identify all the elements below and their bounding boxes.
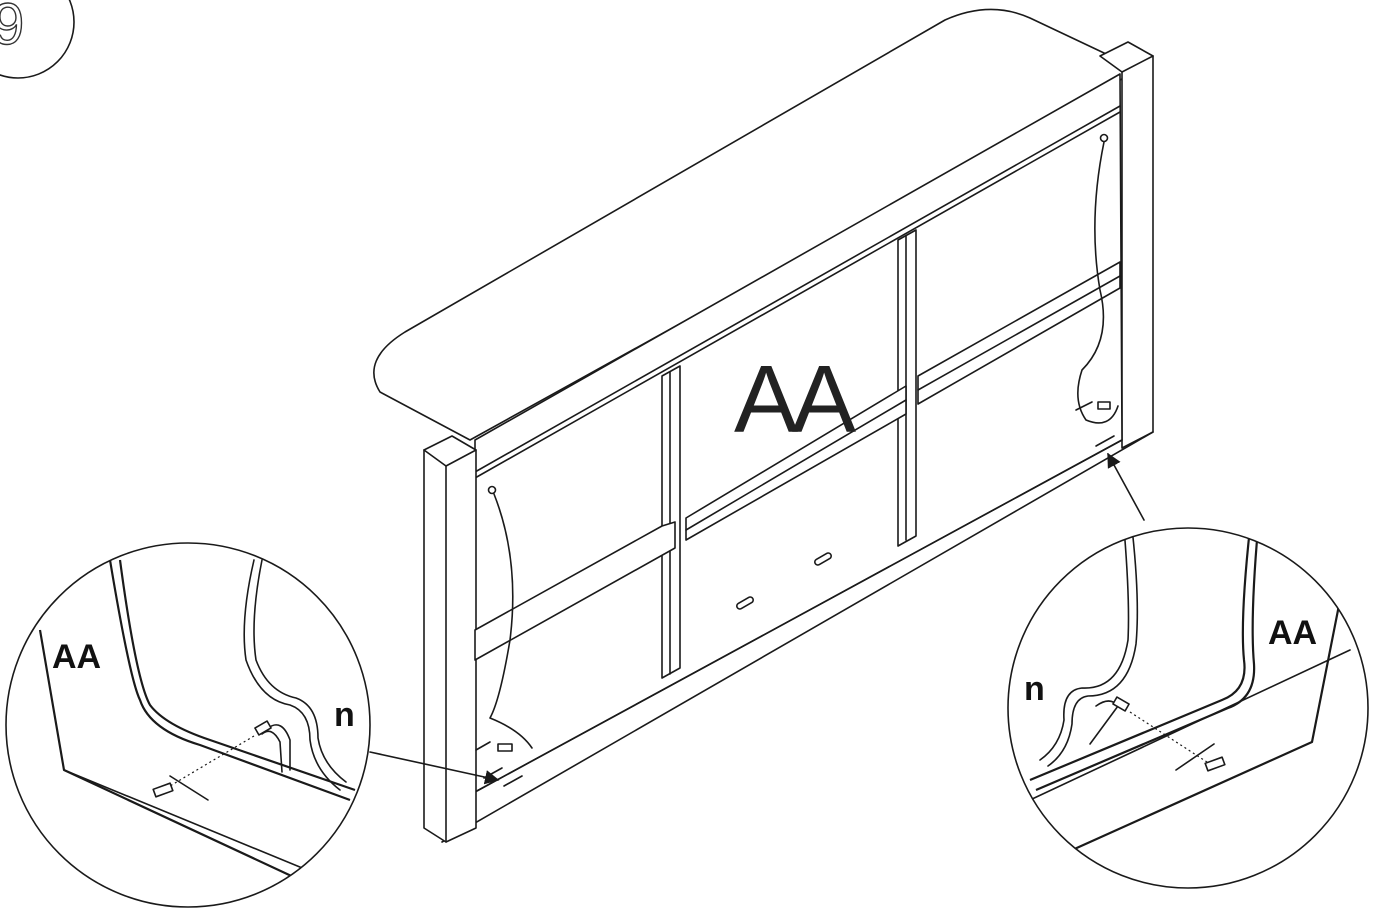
cable-connector-icon (1112, 696, 1130, 712)
step-number: 9 (0, 0, 24, 57)
callout-left: AA n (5, 542, 371, 908)
vertical-slats (661, 229, 917, 679)
callout-right-panel-label: AA (1268, 614, 1317, 652)
arrow-head-icon (369, 751, 500, 785)
panel-slots (736, 552, 832, 610)
cable-connector-icon (152, 782, 174, 798)
panel-label: AA (734, 346, 856, 453)
right-cable (1075, 133, 1119, 447)
callout-left-cable-label: n (334, 696, 355, 734)
cross-bars (474, 261, 1121, 661)
cable-connector-icon (1204, 756, 1226, 772)
callout-right-cable-label: n (1024, 670, 1045, 708)
callout-left-panel-label: AA (52, 638, 101, 676)
cable-connector-icon (1097, 401, 1111, 410)
step-number-badge: 9 (0, 0, 75, 79)
cable-connector-icon (497, 743, 513, 752)
cable-connector-icon (254, 720, 272, 736)
frame-back (441, 73, 1154, 843)
callout-right: AA n (1007, 527, 1369, 889)
arrow-head-icon (1107, 452, 1145, 521)
left-post (423, 435, 477, 843)
headboard-cushion (373, 8, 1141, 441)
